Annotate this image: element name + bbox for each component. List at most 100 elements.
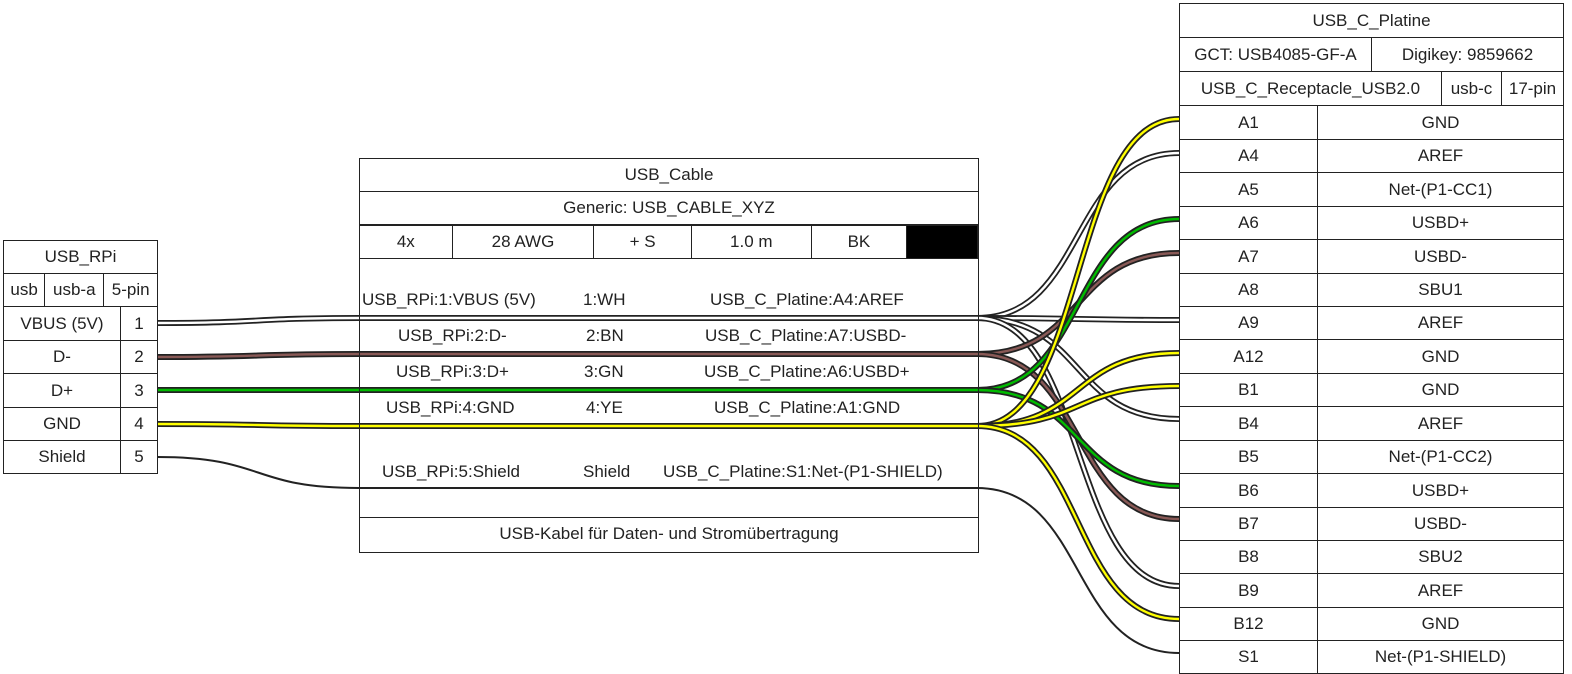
wire-1-to-pin-A9-outline [976,315,1180,323]
wire-1-to-pin-B9-outline [976,315,1180,589]
cable-color-swatch [906,225,978,259]
pin-label: GND [1317,373,1564,407]
shield-to-pin-S1 [976,487,1180,654]
connector-attr-subtype: usb-a [44,273,105,307]
wire-1-left-lead [156,316,360,325]
pin-number: B9 [1179,573,1318,608]
shield-left-lead [156,456,360,489]
pin-label: D+ [3,373,121,408]
connector-digikey-part: Digikey: 9859662 [1371,37,1564,72]
wire-1-to: USB_C_Platine:A4:AREF [710,290,904,309]
wire-4-from: USB_RPi:4:GND [386,398,515,417]
wire-4-to: USB_C_Platine:A1:GND [714,398,901,417]
cable-attr-length: 1.0 m [690,225,812,259]
pin-number: B8 [1179,540,1318,574]
cable-attr-shield: + S [593,225,692,259]
connector-usb-rpi: USB_RPi usb usb-a 5-pin VBUS (5V) 1 D- 2… [2,240,158,474]
wire-2-to-pin-B7 [976,352,1180,521]
pin-label: USBD+ [1317,473,1564,508]
pin-number: A1 [1179,105,1318,140]
wire-2-to-pin-A7 [976,251,1180,356]
pin-number: 2 [120,340,158,374]
wire-3-to-pin-B6-outline [976,387,1180,489]
connector-attr-pincount: 17-pin [1501,71,1564,106]
cable-part-number: Generic: USB_CABLE_XYZ [360,192,978,225]
pin-label: GND [1317,607,1564,641]
pin-label: D- [3,340,121,374]
wire-4-to-pin-B12 [976,424,1180,621]
pin-label: VBUS (5V) [3,306,121,341]
wire-3-to-pin-B6 [976,388,1180,488]
wire-2-to: USB_C_Platine:A7:USBD- [705,326,907,345]
wire-4-to-pin-B1-outline [976,383,1180,429]
pin-label: AREF [1317,406,1564,441]
wire-4-left-lead [156,422,360,428]
pin-label: SBU2 [1317,540,1564,574]
cable-usb-cable: USB_Cable Generic: USB_CABLE_XYZ 4x 28 A… [359,158,979,553]
cable-attr-color: BK [810,225,908,259]
wire-1-color: 1:WH [583,290,626,309]
pin-number: A7 [1179,239,1318,274]
pin-number: B12 [1179,607,1318,641]
pin-label: USBD+ [1317,206,1564,240]
wire-3-from: USB_RPi:3:D+ [396,362,509,381]
wire-2-to-pin-B7-outline [976,351,1180,522]
pin-number: 3 [120,373,158,408]
pin-label: GND [1317,339,1564,374]
cable-attributes: 4x 28 AWG + S 1.0 m BK [359,225,978,259]
pin-label: Net-(P1-CC1) [1317,172,1564,207]
connector-usb-c-platine: USB_C_Platine GCT: USB4085-GF-A Digikey:… [1179,3,1564,674]
cable-note-divider [360,517,978,518]
pin-row: D+ 3 [3,373,158,408]
pin-number: S1 [1179,640,1318,674]
wire-3-color: 3:GN [584,362,624,381]
pin-label: AREF [1317,139,1564,173]
wire-shield-from: USB_RPi:5:Shield [382,462,520,481]
wire-2-from: USB_RPi:2:D- [398,326,507,345]
wire-2-left-lead [156,352,360,359]
wire-4-to-pin-B12-outline [976,423,1180,622]
connector-usb-c-partnumbers: GCT: USB4085-GF-A Digikey: 9859662 [1179,37,1564,72]
connector-usb-rpi-table: USB_RPi usb usb-a 5-pin [2,240,158,307]
pin-number: A6 [1179,206,1318,240]
pin-number: A4 [1179,139,1318,173]
connector-mfr-part: GCT: USB4085-GF-A [1179,37,1372,72]
cable-attr-gauge: 28 AWG [451,225,595,259]
connector-attr-type: usb [2,273,46,307]
wire-1-from: USB_RPi:1:VBUS (5V) [362,290,536,309]
wire-shield-to: USB_C_Platine:S1:Net-(P1-SHIELD) [663,462,943,481]
pin-number: A12 [1179,339,1318,374]
pin-number: B1 [1179,373,1318,407]
wire-3-to-pin-A6-outline [976,216,1180,393]
pin-row: GND 4 [3,407,158,441]
pin-number: A5 [1179,172,1318,207]
pin-number: B6 [1179,473,1318,508]
pin-number: B4 [1179,406,1318,441]
wire-4-to-pin-A1 [976,117,1180,428]
wire-1-to-pin-B4 [976,316,1180,421]
wire-4-to-pin-B1 [976,384,1180,428]
wire-4-to-pin-A12-outline [976,350,1180,429]
wire-4-to-pin-A1-outline [976,116,1180,429]
cable-note: USB-Kabel für Daten- und Stromübertragun… [499,524,839,543]
pin-label: Shield [3,440,121,474]
pin-row: VBUS (5V) 1 [3,306,158,341]
pin-number: 4 [120,407,158,441]
wire-1-to-pin-A4 [976,151,1180,320]
pin-number: 1 [120,306,158,341]
connector-usb-rpi-pins: VBUS (5V) 1 D- 2 D+ 3 GND 4 Shield 5 [3,306,158,474]
wire-3-to-pin-A6 [976,217,1180,392]
pin-label: SBU1 [1317,273,1564,307]
pin-label: AREF [1317,573,1564,608]
